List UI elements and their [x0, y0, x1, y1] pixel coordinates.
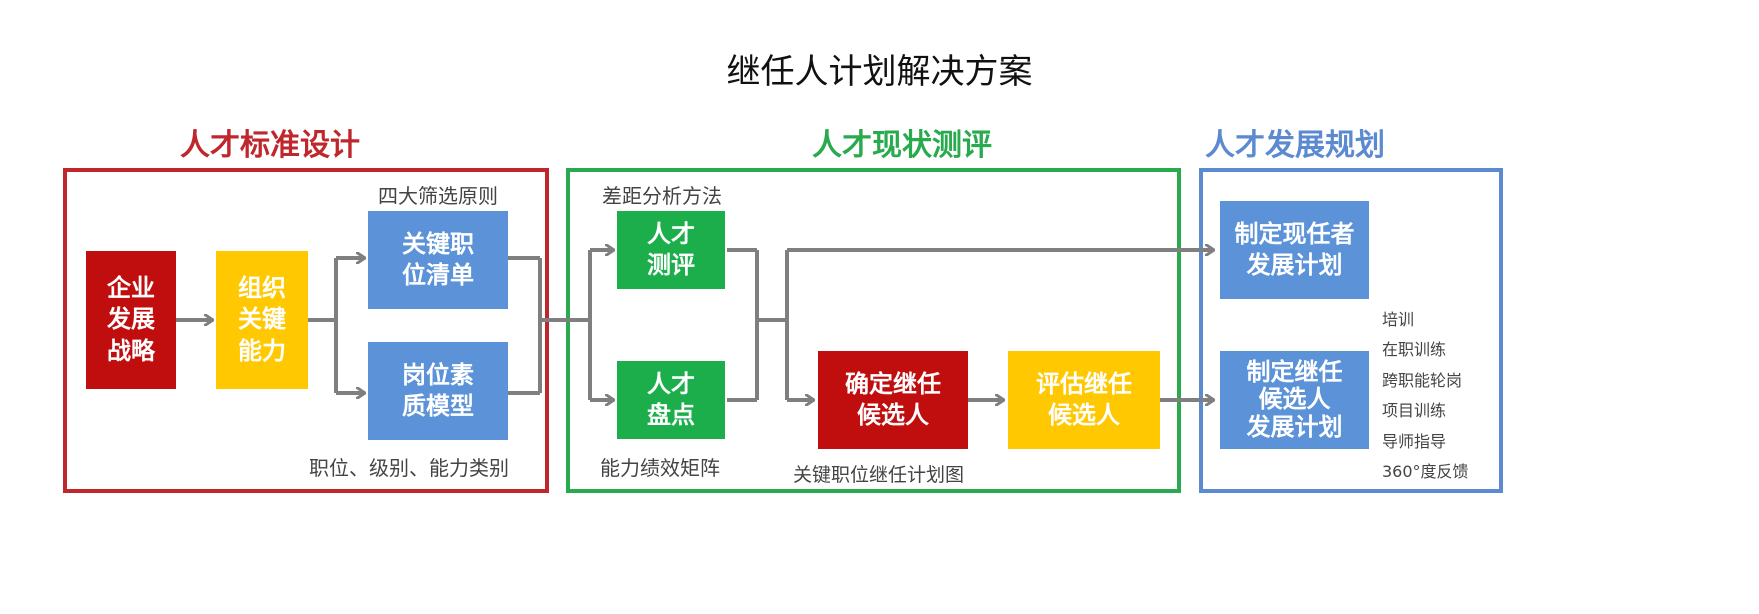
box-key-positions: 关键职 位清单: [368, 211, 508, 309]
method-item: 项目训练: [1382, 401, 1447, 421]
note-screening-principles: 四大筛选原则: [378, 184, 498, 208]
box-talent-inventory: 人才 盘点: [617, 361, 725, 439]
box-determine-candidates: 确定继任 候选人: [818, 351, 968, 449]
note-succession-plan-map: 关键职位继任计划图: [793, 464, 965, 486]
box-successor-plan: 制定继任 候选人 发展计划: [1220, 351, 1369, 449]
note-performance-matrix: 能力绩效矩阵: [600, 456, 720, 480]
section-title-standard: 人才标准设计: [180, 128, 360, 163]
section-title-assessment: 人才现状测评: [812, 128, 992, 163]
section-frame-assessment: [566, 168, 1181, 493]
page-title: 继任人计划解决方案: [726, 52, 1033, 92]
box-enterprise-strategy: 企业 发展 战略: [86, 251, 176, 389]
method-item: 培训: [1382, 310, 1415, 329]
development-methods-list: 培训 在职训练 跨职能轮岗 项目训练 导师指导 360°度反馈: [1382, 305, 1469, 487]
box-org-key-capability: 组织 关键 能力: [216, 251, 308, 389]
method-item: 在职训练: [1382, 340, 1447, 360]
method-item: 跨职能轮岗: [1382, 370, 1463, 390]
box-talent-assessment: 人才 测评: [617, 211, 725, 289]
section-title-development: 人才发展规划: [1205, 128, 1385, 163]
box-competency-model: 岗位素 质模型: [368, 342, 508, 440]
section-frame-development: [1199, 168, 1503, 493]
note-gap-analysis: 差距分析方法: [602, 184, 722, 208]
method-item: 导师指导: [1382, 431, 1447, 451]
note-position-level-capability: 职位、级别、能力类别: [309, 456, 509, 480]
box-evaluate-candidates: 评估继任 候选人: [1008, 351, 1160, 449]
method-item: 360°度反馈: [1382, 461, 1469, 481]
box-incumbent-plan: 制定现任者 发展计划: [1220, 201, 1369, 299]
section-frame-standard: [63, 168, 549, 493]
